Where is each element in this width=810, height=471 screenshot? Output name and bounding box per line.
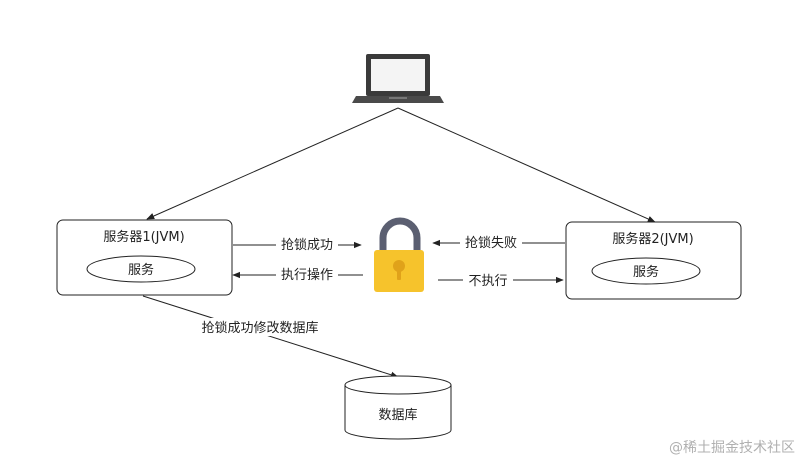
edge-lock-fail-label: 抢锁失败 — [465, 235, 517, 251]
server1-service-label: 服务 — [128, 262, 154, 278]
edge-lock-success-label: 抢锁成功 — [281, 237, 333, 253]
database-cylinder: 数据库 — [344, 375, 452, 440]
padlock-icon — [374, 217, 424, 292]
server1-service-ellipse — [86, 255, 196, 283]
edge-modify-db-label: 抢锁成功修改数据库 — [201, 320, 318, 336]
server2-service-label: 服务 — [633, 264, 659, 280]
edge-not-execute-label: 不执行 — [468, 274, 507, 289]
watermark: @稀土掘金技术社区 — [669, 440, 795, 456]
server2-box: 服务器2(JVM) 服务 — [565, 221, 742, 300]
edge-client-server2 — [397, 107, 656, 223]
server1-box: 服务器1(JVM) 服务 — [56, 219, 233, 296]
edge-modify-db — [142, 295, 399, 378]
server1-title: 服务器1(JVM) — [103, 229, 184, 245]
edge-client-server1 — [146, 107, 399, 220]
server2-service-ellipse — [591, 257, 701, 285]
edge-execute-label: 执行操作 — [281, 267, 333, 283]
database-label: 数据库 — [378, 407, 417, 423]
server2-title: 服务器2(JVM) — [612, 231, 693, 247]
laptop-icon — [352, 54, 444, 103]
